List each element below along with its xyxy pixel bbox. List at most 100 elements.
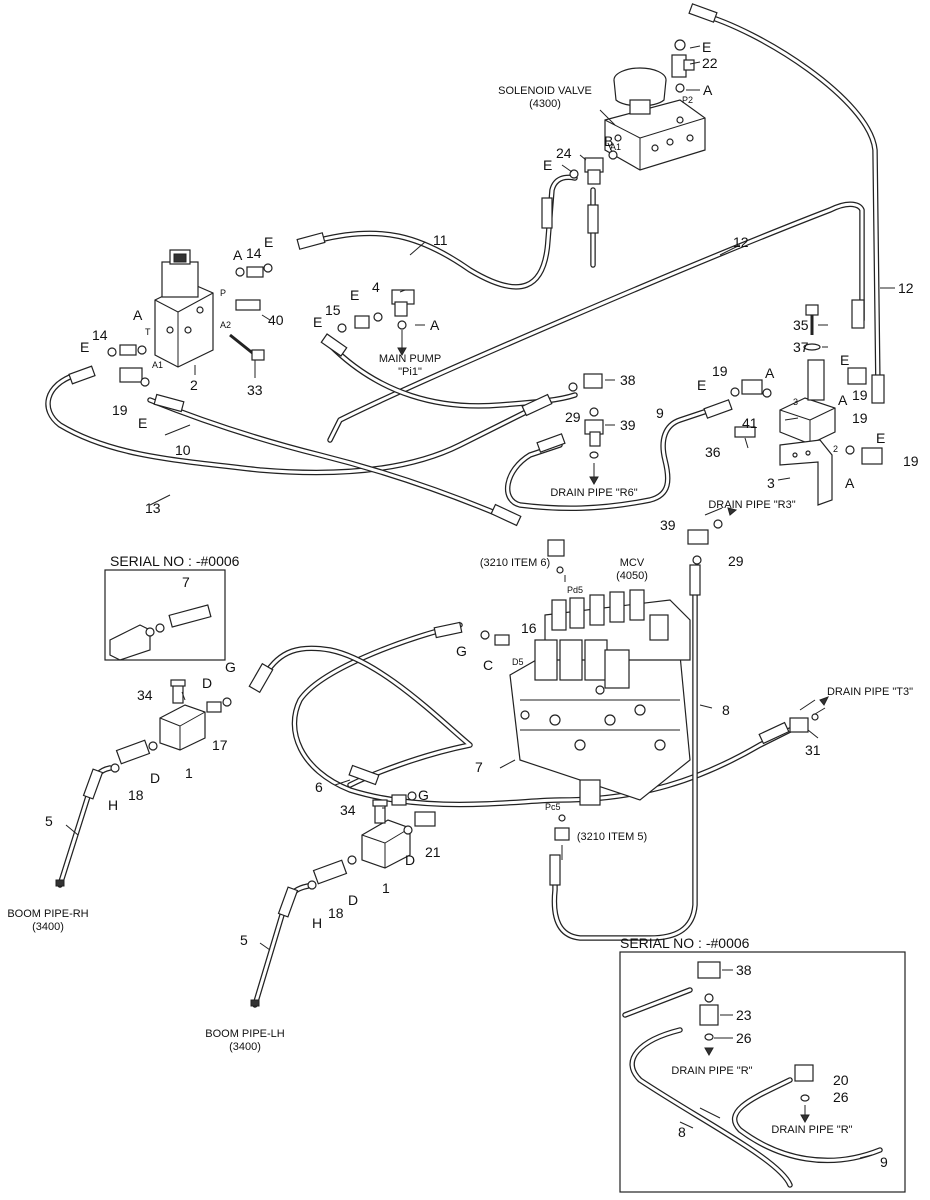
port-d5: D5	[512, 657, 524, 667]
callout-34: 34	[340, 802, 356, 818]
callout-6: 6	[315, 779, 323, 795]
text-labels: SOLENOID VALVE (4300) MAIN PUMP "Pi1" DR…	[7, 85, 913, 1136]
callout-34: 34	[137, 687, 153, 703]
fitting-18-rh	[110, 739, 158, 773]
callout-38: 38	[736, 962, 752, 978]
label-main-pump: MAIN PUMP	[379, 353, 441, 365]
bolt-35	[805, 304, 819, 335]
port-p: P	[220, 288, 226, 298]
callout-a: A	[430, 317, 440, 333]
label-serial-top: SERIAL NO : -#0006	[110, 553, 240, 569]
callout-14: 14	[246, 245, 262, 261]
callout-37: 37	[793, 339, 809, 355]
label-solenoid-valve: SOLENOID VALVE	[498, 85, 592, 97]
label-drain-pipe-r-2: DRAIN PIPE "R"	[771, 1124, 852, 1136]
fitting-40	[235, 299, 261, 311]
callout-e: E	[840, 352, 849, 368]
callout-e: E	[264, 234, 273, 250]
label-drain-pipe-r6: DRAIN PIPE "R6"	[550, 487, 637, 499]
pipe-9	[504, 407, 713, 512]
callout-2: 2	[190, 377, 198, 393]
fitting-31	[789, 713, 819, 733]
callout-20: 20	[833, 1072, 849, 1088]
fitting-18-lh	[307, 855, 357, 890]
callout-9: 9	[880, 1154, 888, 1170]
callout-17: 17	[212, 737, 228, 753]
callout-5: 5	[240, 932, 248, 948]
port-t: T	[145, 327, 151, 337]
callout-21: 21	[425, 844, 441, 860]
fitting-14-lower	[107, 344, 147, 357]
callout-e: E	[138, 415, 147, 431]
callout-a: A	[133, 307, 143, 323]
callout-14: 14	[92, 327, 108, 343]
callout-19: 19	[112, 402, 128, 418]
label-solenoid-valve-code: (4300)	[529, 98, 561, 110]
callout-1: 1	[185, 765, 193, 781]
callout-3: 3	[767, 475, 775, 491]
callouts: E 22 A B 24 E 11 12 12 E A 14 4 E 15 E A…	[45, 39, 919, 1170]
valve-block-2	[154, 249, 214, 368]
callout-31: 31	[805, 742, 821, 758]
label-boom-rh: BOOM PIPE-RH	[7, 908, 88, 920]
callout-24: 24	[556, 145, 572, 161]
solenoid-valve-4300	[604, 67, 706, 171]
fitting-16	[480, 630, 510, 646]
label-mcv: MCV	[620, 557, 645, 569]
callout-19: 19	[903, 453, 919, 469]
washer-37	[803, 343, 821, 351]
callout-5: 5	[45, 813, 53, 829]
port-a1-left: A1	[152, 360, 163, 370]
callout-11: 11	[433, 232, 448, 248]
callout-7: 7	[475, 759, 483, 775]
pipe-6	[262, 645, 473, 788]
callout-16: 16	[521, 620, 537, 636]
callout-29: 29	[728, 553, 744, 569]
fitting-19-left	[119, 367, 150, 387]
label-main-pump-port: "Pi1"	[398, 366, 422, 378]
block-1-rh	[159, 679, 206, 751]
callout-40: 40	[268, 312, 284, 328]
pipe-13	[45, 372, 543, 476]
port-pd5: Pd5	[567, 585, 583, 595]
port-a1-top: A1	[610, 142, 621, 152]
serial-inset-top	[104, 569, 226, 661]
leader-lines	[65, 45, 895, 1159]
fitting-38	[568, 373, 603, 392]
callout-h: H	[312, 915, 322, 931]
callout-a: A	[838, 392, 848, 408]
callout-26: 26	[736, 1030, 752, 1046]
callout-a: A	[233, 247, 243, 263]
label-drain-pipe-t3: DRAIN PIPE "T3"	[827, 686, 913, 698]
fitting-19-right-lower	[845, 445, 883, 465]
callout-35: 35	[793, 317, 809, 333]
callout-19: 19	[852, 387, 868, 403]
callout-23: 23	[736, 1007, 752, 1023]
callout-39: 39	[620, 417, 636, 433]
callout-e: E	[350, 287, 359, 303]
callout-19: 19	[712, 363, 728, 379]
callout-19: 19	[852, 410, 868, 426]
callout-c: C	[483, 657, 493, 673]
fitting-15	[337, 312, 383, 333]
callout-e: E	[702, 39, 711, 55]
pipe-main-pump	[327, 342, 578, 409]
pipe-8	[551, 582, 698, 941]
bracket-3	[779, 439, 833, 506]
callout-12: 12	[733, 234, 749, 250]
fitting-14-upper	[235, 263, 273, 278]
fitting-17	[206, 697, 232, 713]
callout-18: 18	[328, 905, 344, 921]
callout-e: E	[80, 339, 89, 355]
callout-a: A	[845, 475, 855, 491]
label-boom-lh-code: (3400)	[229, 1041, 261, 1053]
callout-b: B	[604, 133, 613, 149]
callout-39: 39	[660, 517, 676, 533]
callout-e: E	[543, 157, 552, 173]
label-item6: (3210 ITEM 6)	[480, 557, 550, 569]
callout-12: 12	[898, 280, 914, 296]
callout-8: 8	[722, 702, 730, 718]
fitting-item5	[554, 814, 570, 841]
